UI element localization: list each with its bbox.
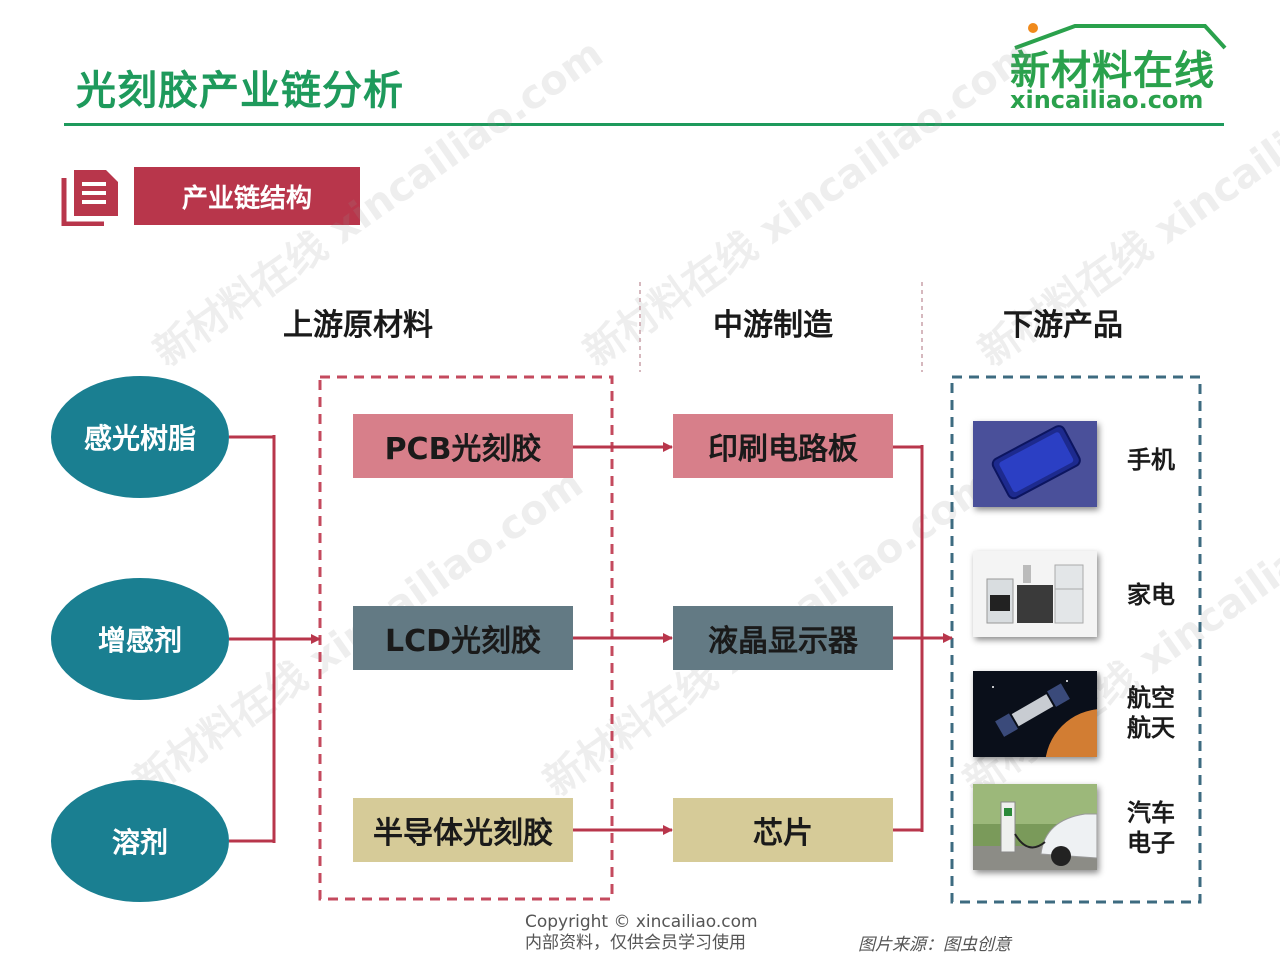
product-aerospace: 航空 航天 [1127, 684, 1175, 742]
raw-material-resin: 感光树脂 [51, 376, 229, 498]
title-divider [64, 123, 1224, 126]
photoresist-semiconductor: 半导体光刻胶 [353, 798, 573, 862]
logo-text: 新材料在线 [1010, 48, 1215, 94]
footer-copyright: Copyright © xincailiao.com [525, 912, 758, 932]
logo-roof-icon [1014, 23, 1227, 50]
raw-material-sensitizer: 增感剂 [51, 578, 229, 700]
product-phone: 手机 [1127, 446, 1175, 474]
raw-material-solvent: 溶剂 [51, 780, 229, 902]
mfg-chip: 芯片 [673, 798, 893, 862]
appliances-photo [973, 551, 1097, 637]
midstream-heading: 中游制造 [713, 308, 833, 343]
car-electronics-photo [973, 784, 1097, 870]
aerospace-photo [973, 671, 1097, 757]
page-title: 光刻胶产业链分析 [76, 68, 404, 114]
document-icon [61, 170, 118, 226]
image-source: 图片来源：图虫创意 [858, 935, 1011, 955]
downstream-heading: 下游产品 [1003, 308, 1123, 343]
upstream-heading: 上游原材料 [283, 308, 433, 343]
footer-note: 内部资料，仅供会员学习使用 [525, 933, 746, 953]
phone-photo [973, 421, 1097, 507]
product-car-electronics: 汽车 电子 [1127, 799, 1175, 857]
section-label: 产业链结构 [134, 167, 360, 225]
logo-url: xincailiao.com [1010, 86, 1204, 114]
mfg-lcd: 液晶显示器 [673, 606, 893, 670]
mfg-pcb: 印刷电路板 [673, 414, 893, 478]
photoresist-pcb: PCB光刻胶 [353, 414, 573, 478]
photoresist-lcd: LCD光刻胶 [353, 606, 573, 670]
product-appliances: 家电 [1127, 581, 1175, 609]
